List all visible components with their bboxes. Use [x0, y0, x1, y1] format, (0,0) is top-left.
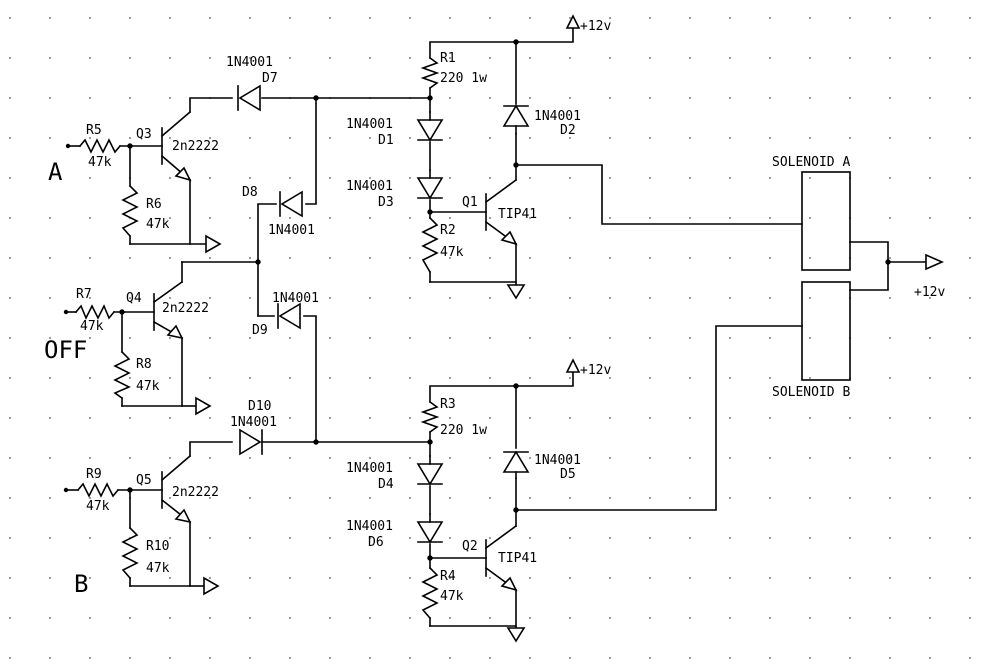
q5-ref: Q5 [136, 473, 152, 488]
diode-d4 [416, 455, 444, 486]
diode-d7 [237, 84, 261, 112]
input-off-label: OFF [44, 336, 87, 364]
r4-value: 47k [440, 589, 464, 604]
resistor-r2 [421, 216, 439, 274]
diode-d1 [416, 111, 444, 142]
q2-part: TIP41 [498, 551, 537, 566]
resistor-r4 [421, 566, 439, 620]
d3-part: 1N4001 [346, 179, 393, 194]
supply-bottom-label: +12v [580, 363, 611, 378]
d10-part: 1N4001 [230, 415, 277, 430]
r5-ref: R5 [86, 123, 102, 138]
supply-top-label: +12v [580, 19, 611, 34]
q1-part: TIP41 [498, 207, 537, 222]
wires [65, 27, 927, 629]
r9-value: 47k [86, 499, 110, 514]
diode-d5 [502, 450, 530, 479]
junction-dots [119, 39, 891, 561]
input-b-label: B [74, 570, 88, 598]
diode-d6 [416, 513, 444, 544]
q3-ref: Q3 [136, 127, 152, 142]
d2-part: 1N4001 [534, 109, 581, 124]
solenoid-b-coil [801, 281, 851, 381]
r7-ref: R7 [76, 287, 92, 302]
r1-ref: R1 [440, 51, 456, 66]
d1-ref: D1 [378, 133, 394, 148]
resistor-r8 [113, 350, 131, 400]
supply-arrow-top [565, 14, 581, 29]
ground-q3 [205, 234, 222, 254]
d9-part: 1N4001 [272, 291, 319, 306]
q2-ref: Q2 [462, 539, 478, 554]
q1-ref: Q1 [462, 195, 478, 210]
d4-part: 1N4001 [346, 461, 393, 476]
r8-ref: R8 [136, 357, 152, 372]
d7-ref: D7 [262, 71, 278, 86]
d6-part: 1N4001 [346, 519, 393, 534]
d7-part: 1N4001 [226, 55, 273, 70]
diode-d10 [239, 428, 263, 456]
diode-d8 [279, 190, 303, 218]
input-a-label: A [48, 158, 63, 186]
d8-part: 1N4001 [268, 223, 315, 238]
q3-part: 2n2222 [172, 139, 219, 154]
r7-value: 47k [80, 319, 104, 334]
transistor-q2 [484, 524, 518, 592]
d6-ref: D6 [368, 535, 384, 550]
ground-q1 [506, 284, 526, 300]
d8-ref: D8 [242, 185, 258, 200]
resistor-r3 [420, 400, 440, 434]
d5-ref: D5 [560, 467, 576, 482]
transistor-q5 [160, 454, 192, 524]
r9-ref: R9 [86, 467, 102, 482]
q5-part: 2n2222 [172, 485, 219, 500]
resistor-r7 [74, 304, 116, 320]
resistor-r1 [420, 56, 440, 90]
r3-ref: R3 [440, 397, 456, 412]
r8-value: 47k [136, 379, 160, 394]
transistor-q4 [152, 280, 184, 340]
d2-ref: D2 [560, 123, 576, 138]
ground-q4 [195, 396, 212, 416]
q4-part: 2n2222 [162, 301, 209, 316]
solenoid-a-label: SOLENOID A [772, 155, 850, 170]
transistor-q1 [484, 178, 518, 246]
r3-value: 220 1w [440, 423, 487, 438]
d9-ref: D9 [252, 323, 268, 338]
r1-value: 220 1w [440, 71, 487, 86]
d1-part: 1N4001 [346, 117, 393, 132]
d5-part: 1N4001 [534, 453, 581, 468]
r6-ref: R6 [146, 197, 162, 212]
r2-value: 47k [440, 245, 464, 260]
resistor-r9 [76, 482, 120, 498]
resistor-r5 [78, 138, 122, 154]
r10-value: 47k [146, 561, 170, 576]
input-terminals [63, 143, 71, 493]
ground-q5 [203, 576, 220, 596]
d10-ref: D10 [248, 399, 271, 414]
r6-value: 47k [146, 217, 170, 232]
transistor-q3 [160, 110, 192, 182]
supply-arrow-bottom [565, 358, 581, 373]
solenoid-b-label: SOLENOID B [772, 385, 850, 400]
supply-common-label: +12v [914, 285, 945, 300]
solenoid-a-coil [801, 171, 851, 271]
ground-q2 [506, 627, 526, 643]
diode-d3 [416, 169, 444, 200]
diode-d2 [502, 104, 530, 135]
r2-ref: R2 [440, 223, 456, 238]
r10-ref: R10 [146, 539, 169, 554]
q4-ref: Q4 [126, 291, 142, 306]
resistor-r10 [121, 526, 139, 580]
resistor-r6 [121, 184, 139, 238]
r4-ref: R4 [440, 569, 456, 584]
supply-arrow-common [925, 253, 944, 271]
d4-ref: D4 [378, 477, 394, 492]
diode-d9 [277, 302, 301, 330]
labels: A OFF B +12v +12v +12v SOLENOID A SOLENO… [44, 19, 945, 604]
r5-value: 47k [88, 155, 112, 170]
d3-ref: D3 [378, 195, 394, 210]
